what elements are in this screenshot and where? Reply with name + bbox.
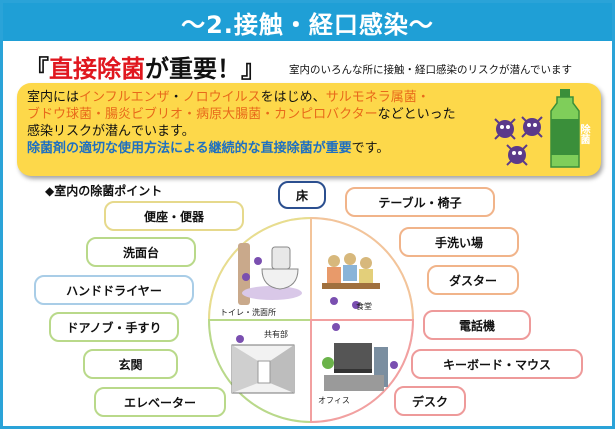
toilet-icon (238, 243, 302, 305)
point-telephone: 電話機 (423, 310, 531, 340)
bottle-label: 除菌 (578, 124, 589, 144)
info-line-3: 感染リスクが潜んでいます。 (27, 124, 195, 139)
info-text: などといった (377, 107, 456, 122)
germ-icon (494, 116, 543, 166)
info-sep: ・ (183, 107, 197, 122)
disinfectant-bottle-icon (550, 89, 580, 168)
pathogen-ecoli: 病原大腸菌 (196, 107, 262, 122)
info-emphasis: 除菌剤の適切な使用方法による継続的な直接除菌が重要 (27, 141, 352, 156)
office-icon (322, 323, 398, 391)
point-entrance: 玄関 (83, 349, 178, 379)
info-sep: ・ (169, 90, 183, 105)
point-floor: 床 (278, 181, 326, 209)
point-desk: デスク (394, 386, 466, 416)
point-elevator: エレベーター (94, 387, 226, 417)
pathogen-flu: インフルエンザ (79, 90, 170, 105)
pathogen-staph: ブドウ球菌 (27, 107, 93, 122)
point-toilet-seat: 便座・便器 (104, 201, 244, 231)
cafeteria-people-icon (322, 253, 380, 309)
pathogen-salmonella: サルモネラ属菌・ (325, 90, 430, 105)
headline-open: 『 (25, 55, 49, 83)
headline-rest: が重要！』 (145, 55, 265, 83)
quadrant-label-office: オフィス (318, 396, 350, 405)
info-box: 室内にはインフルエンザ・ノロウイルスをはじめ、サルモネラ属菌・ ブドウ球菌・腸炎… (17, 83, 601, 176)
info-line-2: ブドウ球菌・腸炎ビブリオ・病原大腸菌・カンピロバクターなどといった (27, 106, 591, 123)
subline: 室内のいろんな所に接触・経口感染のリスクが潜んでいます (289, 64, 572, 76)
pathogen-vibrio: 腸炎ビブリオ (105, 107, 184, 122)
info-line-1: 室内にはインフルエンザ・ノロウイルスをはじめ、サルモネラ属菌・ (27, 89, 591, 106)
info-text: をはじめ、 (260, 90, 326, 105)
info-sep: ・ (92, 107, 106, 122)
page-title: ～2.接触・経口感染～ (3, 3, 612, 41)
info-text: 室内には (27, 90, 80, 105)
point-handwash: 手洗い場 (399, 227, 519, 257)
pathogen-campylobacter: カンピロバクター (274, 107, 378, 122)
pathogen-noro: ノロウイルス (182, 90, 261, 105)
info-text: です。 (351, 141, 390, 156)
point-table-chair: テーブル・椅子 (345, 187, 495, 217)
quadrant-label-common: 共有部 (264, 330, 288, 339)
point-hand-dryer: ハンドドライヤー (34, 275, 194, 305)
info-sep: ・ (261, 107, 275, 122)
hallway-icon (231, 335, 295, 394)
point-keyboard-mouse: キーボード・マウス (411, 349, 583, 379)
quadrant-label-cafeteria: 食堂 (356, 302, 372, 311)
point-duster: ダスター (427, 265, 519, 295)
section-label: ◆室内の除菌ポイント (45, 184, 163, 198)
point-door-handle: ドアノブ・手すり (49, 312, 179, 342)
info-line-4: 除菌剤の適切な使用方法による継続的な直接除菌が重要です。 (27, 140, 591, 157)
headline: 『直接除菌が重要！』 (25, 49, 265, 84)
point-washbasin: 洗面台 (86, 237, 196, 267)
quadrant-label-toilet: トイレ・洗面所 (220, 308, 276, 317)
headline-emphasis: 直接除菌 (49, 55, 145, 83)
room-diagram: トイレ・洗面所 食堂 共有部 オフィス (206, 215, 416, 425)
room-circle (207, 216, 415, 424)
